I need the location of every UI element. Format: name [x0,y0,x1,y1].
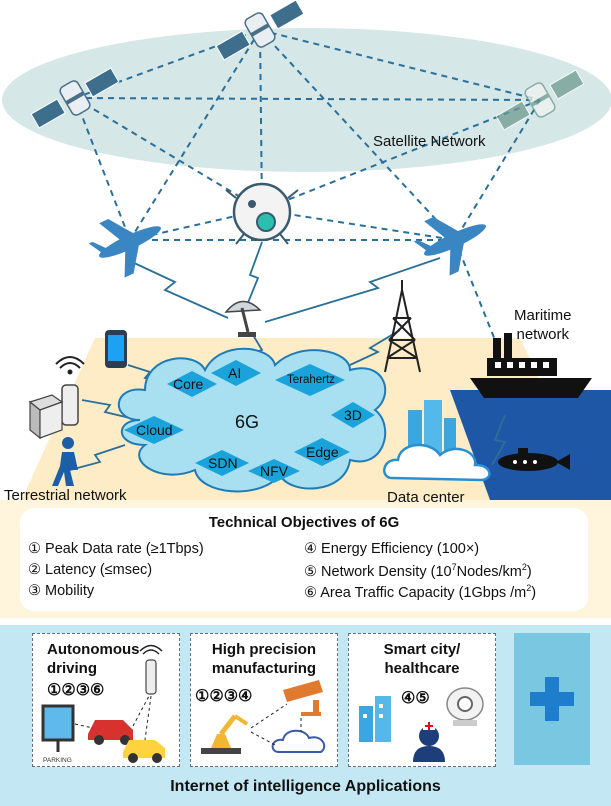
node-label-cloud: Cloud [136,422,173,438]
ship-icon [470,333,592,398]
app-title-line1: Smart city/ [383,641,461,658]
objective-sup: 2 [526,583,532,593]
cloud-diamonds [124,360,375,483]
objective-item: ⑥ Area Traffic Capacity (1Gbps /m2) [304,583,536,601]
objective-text2: ) [531,584,537,601]
objective-num: ④ [304,541,317,557]
more-applications-box [514,633,590,765]
cell-tower-icon [384,280,421,373]
objective-item: ④ Energy Efficiency (100×) [304,541,479,557]
objective-num: ⑤ [304,563,317,580]
autonomous-driving-illustration: PARKING [41,644,165,764]
diamond-core [167,371,217,397]
node-label-ai: AI [228,365,242,381]
objective-num: ② [28,562,41,578]
objective-item: ② Latency (≤msec) [28,562,152,578]
app-title: Smart city/ healthcare [349,640,495,678]
node-label-3d: 3D [344,407,362,423]
terrestrial-network-label: Terrestrial network [4,487,127,504]
node-label-edge: Edge [306,444,339,460]
objective-text: Energy Efficiency (100×) [321,541,480,557]
satellite-top [215,0,305,61]
manufacturing-illustration [201,680,326,754]
satellite-network-label: Satellite Network [373,133,486,150]
diamond-edge [294,438,350,466]
objective-text: Latency (≤msec) [45,562,153,578]
objectives-title: Technical Objectives of 6G [208,514,400,531]
pedestrian-icon [52,437,78,486]
maritime-label-line1: Maritime [514,307,572,324]
maritime-network-label: Maritime network [514,306,572,344]
airplane-right-icon [413,217,486,276]
app-title-line1: Autonomous [47,641,140,658]
objective-text: Mobility [45,583,95,599]
server-icon [28,394,64,440]
satellite-left [30,67,120,129]
haps-icon [225,182,299,245]
diamond-sdn [195,450,249,476]
objective-num: ③ [28,583,41,599]
app-nums: ①②③④ [195,688,253,705]
app-nums: ①②③⑥ [47,682,105,699]
wireless-links [69,241,507,471]
app-title: Autonomous driving [47,640,139,678]
applications-caption: Internet of intelligence Applications [170,778,441,795]
diamond-ai [211,360,261,386]
objective-sup2: 2 [521,562,527,572]
satellite-dish-icon [224,300,262,337]
node-label-terahertz: Terahertz [287,374,335,386]
objective-item: ⑤ Network Density (107Nodes/km2) [304,562,532,580]
objective-text: Area Traffic Capacity (1Gbps /m [320,584,527,601]
objective-sup: 7 [451,562,457,572]
app-title-line1: High precision [211,641,317,658]
plus-icon [530,677,574,721]
objective-text2: Nodes/km [456,563,522,580]
objective-text: Network Density (10 [321,563,452,580]
objective-num: ① [28,541,41,557]
app-title-line2: manufacturing [211,660,317,677]
app-title: High precision manufacturing [191,640,337,678]
satellite-right [495,69,585,131]
small-cell-icon [55,356,85,426]
maritime-label-line2: network [516,326,570,343]
parking-label: PARKING [43,757,72,764]
objective-item: ③ Mobility [28,583,94,599]
data-center-icon [383,400,491,482]
airplane-left-icon [88,219,161,278]
submarine-icon [498,448,570,471]
app-title-line2: driving [47,660,98,677]
diamond-nfv [248,459,300,483]
app-title-line2: healthcare [384,660,460,677]
objectives-panel: Technical Objectives of 6G ① Peak Data r… [20,508,588,611]
node-label-sdn: SDN [208,455,238,471]
objective-item: ① Peak Data rate (≥1Tbps) [28,541,204,557]
objective-text: Peak Data rate (≥1Tbps) [45,541,204,557]
objective-num: ⑥ [304,584,317,601]
satellite-orbit-ellipse [2,28,611,172]
objective-text3: ) [526,563,532,580]
app-box-autonomous-driving: Autonomous driving ①②③⑥ PARKING [32,633,180,767]
app-nums: ④⑤ [401,690,430,707]
app-box-smart-city: Smart city/ healthcare ④⑤ [348,633,496,767]
diamond-3d [331,402,375,428]
phone-icon [105,330,127,368]
data-center-label: Data center [387,489,465,506]
node-label-6g: 6G [235,412,260,432]
diamond-terahertz [275,364,345,396]
diamond-cloud [124,416,184,444]
smart-city-illustration [359,687,484,762]
node-label-nfv: NFV [260,463,288,479]
app-box-manufacturing: High precision manufacturing ①②③④ [190,633,338,767]
node-label-core: Core [173,376,204,392]
